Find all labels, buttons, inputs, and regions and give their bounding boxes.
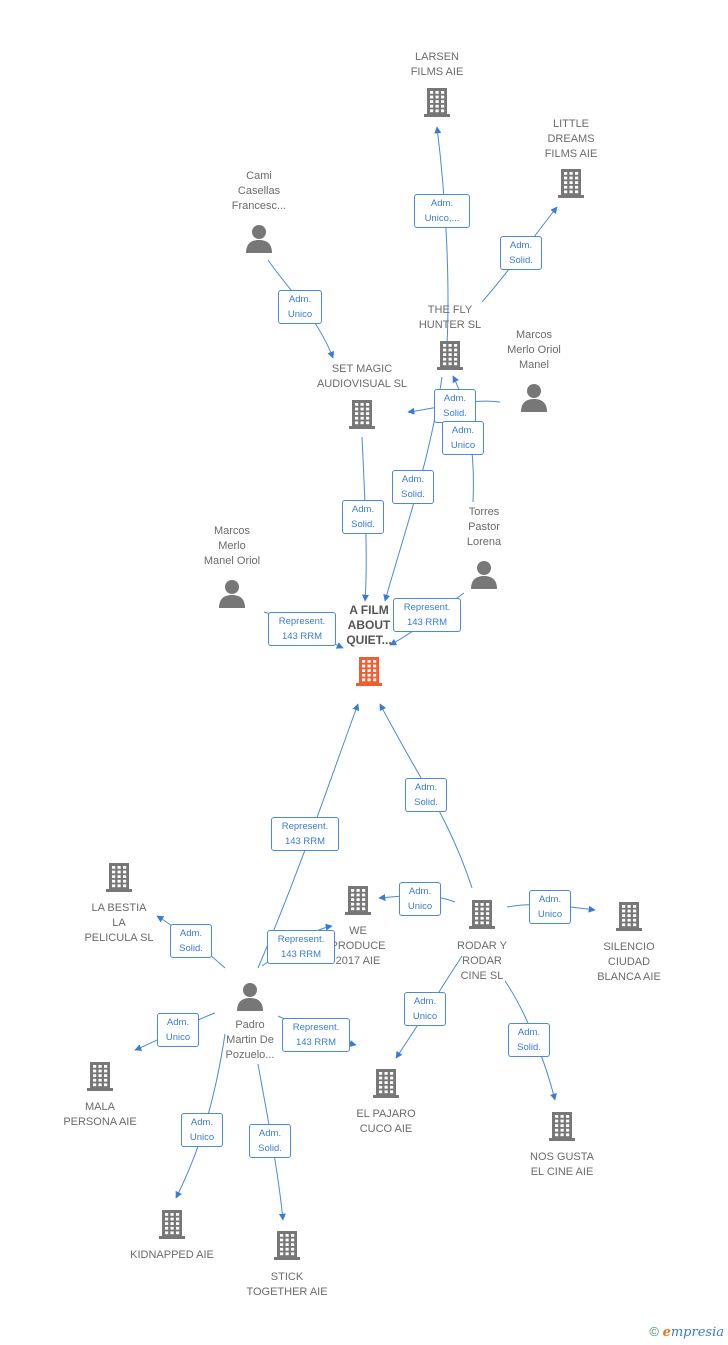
person-icon[interactable] (216, 577, 248, 609)
copyright-symbol: © (649, 1324, 659, 1339)
relation-badge[interactable]: Represent. 143 RRM (393, 598, 461, 632)
node-label-kidnapped[interactable]: KIDNAPPED AIE (130, 1249, 214, 1261)
building-icon[interactable] (271, 1229, 303, 1261)
relation-badge[interactable]: Adm. Solid. (170, 924, 212, 958)
node-label-marcos1[interactable]: Marcos Merlo Oriol Manel (507, 329, 561, 371)
node-label-stick[interactable]: STICK TOGETHER AIE (246, 1271, 328, 1298)
node-label-weproduce[interactable]: WE PRODUCE 2017 AIE (330, 925, 386, 967)
node-label-cami[interactable]: Cami Casellas Francesc... (231, 170, 287, 212)
person-icon[interactable] (243, 222, 275, 254)
relation-badge[interactable]: Represent. 143 RRM (282, 1018, 350, 1052)
building-icon[interactable] (546, 1110, 578, 1142)
brand-logo: empresia (662, 1325, 724, 1340)
main-company-icon[interactable] (353, 655, 385, 687)
relation-badge[interactable]: Adm. Unico (278, 290, 322, 324)
node-label-larsen[interactable]: LARSEN FILMS AIE (410, 51, 464, 78)
edge-flyhunter-to-larsen (434, 126, 449, 346)
person-icon[interactable] (518, 381, 550, 413)
relation-badge[interactable]: Represent. 143 RRM (267, 930, 335, 964)
building-icon[interactable] (555, 167, 587, 199)
node-label-setmagic[interactable]: SET MAGIC AUDIOVISUAL SL (316, 363, 408, 390)
person-icon[interactable] (468, 558, 500, 590)
building-icon[interactable] (434, 339, 466, 371)
node-label-torres[interactable]: Torres Pastor Lorena (466, 506, 502, 548)
building-icon[interactable] (103, 861, 135, 893)
node-label-flyhunter[interactable]: THE FLY HUNTER SL (418, 304, 482, 331)
relation-badge[interactable]: Adm. Unico (442, 421, 484, 455)
relation-badge[interactable]: Represent. 143 RRM (268, 612, 336, 646)
node-label-mala[interactable]: MALA PERSONA AIE (63, 1101, 137, 1128)
building-icon[interactable] (466, 898, 498, 930)
relation-badge[interactable]: Adm. Solid. (508, 1023, 550, 1057)
building-icon[interactable] (370, 1067, 402, 1099)
building-icon[interactable] (613, 900, 645, 932)
relation-badge[interactable]: Adm. Solid. (392, 470, 434, 504)
node-label-labestia[interactable]: LA BESTIA LA PELICULA SL (84, 902, 154, 944)
relation-badge[interactable]: Adm. Solid. (405, 778, 447, 812)
building-icon[interactable] (346, 398, 378, 430)
building-icon[interactable] (84, 1060, 116, 1092)
building-icon[interactable] (421, 86, 453, 118)
relation-badge[interactable]: Adm. Unico (157, 1013, 199, 1047)
relation-badge[interactable]: Adm. Unico,... (414, 194, 470, 228)
node-label-silencio[interactable]: SILENCIO CIUDAD BLANCA AIE (597, 941, 661, 983)
relation-badge[interactable]: Adm. Solid. (249, 1124, 291, 1158)
relation-badge[interactable]: Adm. Unico (404, 992, 446, 1026)
node-label-main[interactable]: A FILM ABOUT QUIET... (346, 603, 392, 647)
building-icon[interactable] (156, 1208, 188, 1240)
footer-brand[interactable]: © empresia (649, 1324, 724, 1340)
node-label-padro[interactable]: Padro Martin De Pozuelo... (225, 1019, 275, 1061)
person-icon[interactable] (234, 980, 266, 1012)
node-label-nosgusta[interactable]: NOS GUSTA EL CINE AIE (530, 1151, 594, 1178)
node-label-pajaro[interactable]: EL PAJARO CUCO AIE (356, 1108, 416, 1135)
relation-badge[interactable]: Adm. Solid. (342, 500, 384, 534)
node-label-little[interactable]: LITTLE DREAMS FILMS AIE (544, 118, 598, 160)
relation-badge[interactable]: Adm. Solid. (434, 389, 476, 423)
relation-badge[interactable]: Adm. Solid. (500, 236, 542, 270)
node-label-rodar[interactable]: RODAR Y RODAR CINE SL (457, 940, 507, 982)
relation-badge[interactable]: Adm. Unico (181, 1113, 223, 1147)
building-icon[interactable] (342, 884, 374, 916)
relation-badge[interactable]: Adm. Unico (529, 890, 571, 924)
relation-badge[interactable]: Adm. Unico (399, 882, 441, 916)
relation-badge[interactable]: Represent. 143 RRM (271, 817, 339, 851)
node-label-marcos2[interactable]: Marcos Merlo Manel Oriol (203, 525, 261, 567)
